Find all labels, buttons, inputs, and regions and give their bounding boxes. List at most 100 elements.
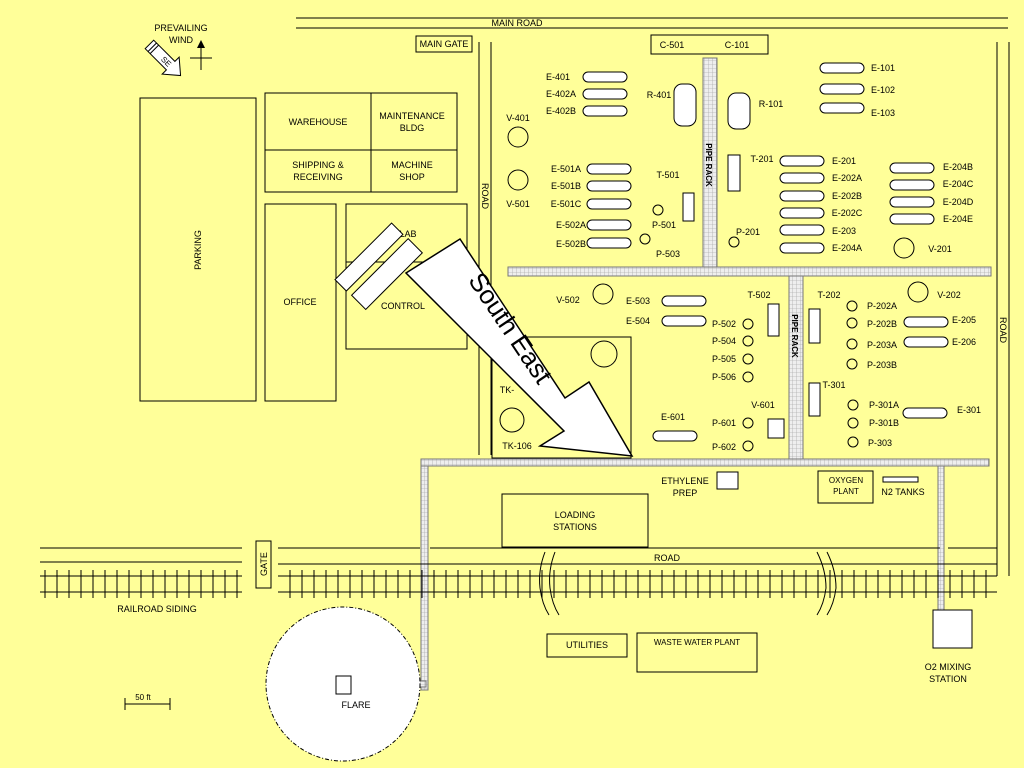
p506-label: P-506 [712,372,736,382]
pump-p506 [742,371,754,383]
pump-p201 [728,236,740,248]
pipe-rack-to-flare [420,465,429,691]
vessel-v601-box [767,418,785,439]
railroad-siding-label: RAILROAD SIDING [117,604,197,614]
machine-shop-label-l1: MACHINE [391,160,433,170]
p303-label: P-303 [868,438,892,448]
pipe-rack-upper-label: PIPE RACK [704,143,713,187]
office-building [264,203,337,402]
p602-label: P-602 [712,442,736,452]
maintenance-label-l2: BLDG [400,123,425,133]
pump-p303 [847,436,859,448]
e502b-label: E-502B [556,239,586,249]
control-label: CONTROL [381,301,425,311]
wind-label-line2: WIND [169,35,193,45]
e402b-label: E-402B [546,106,576,116]
parking-label: PARKING [193,230,203,270]
exchanger-e202c [779,207,825,219]
ethylene-prep-label-l2: PREP [673,488,698,498]
gate [255,540,272,589]
p503-label: P-503 [656,249,680,259]
road-left-label: ROAD [480,183,490,210]
parking-lot [139,97,257,402]
pump-p202b [846,317,858,329]
pump-p602 [742,440,754,452]
pump-p503 [639,233,651,245]
column-box [650,34,769,55]
p504-label: P-504 [712,336,736,346]
c501-label: C-501 [660,40,685,50]
main-road: MAIN ROAD [296,17,1008,29]
e205-label: E-205 [952,315,976,325]
exchanger-e206 [903,336,949,348]
exchanger-e202a [779,172,825,184]
pump-p601 [742,417,754,429]
p202a-label: P-202A [867,301,897,311]
exchanger-e204a [779,242,825,254]
vessel-v502 [592,283,614,305]
flare-stack [335,675,352,695]
exchanger-e501a [586,163,632,175]
main-gate-label: MAIN GATE [420,39,469,49]
road-crossings [539,551,837,616]
vessel-v201 [893,237,915,259]
north-arrow-icon [190,40,212,70]
tank-farm [491,336,632,459]
shipping-label-l1: SHIPPING & [292,160,344,170]
p201-label: P-201 [736,227,760,237]
exchanger-e204b [889,162,935,174]
exchanger-e204e [889,213,935,225]
flare-label: FLARE [341,700,370,710]
e203-label: E-203 [832,226,856,236]
e204d-label: E-204D [943,197,974,207]
reactor-r101 [727,92,751,130]
t502-label: T-502 [747,290,770,300]
e204b-label: E-204B [943,162,973,172]
v502-label: V-502 [556,295,580,305]
e504-label: E-504 [626,316,650,326]
e202a-label: E-202A [832,173,862,183]
v202-label: V-202 [937,290,961,300]
c101-label: C-101 [725,40,750,50]
gate-label: GATE [259,552,269,576]
exchanger-e503 [661,295,707,307]
exchanger-e402a [582,88,628,100]
main-gate [415,35,473,53]
exchanger-e102 [819,83,865,95]
p203b-label: P-203B [867,360,897,370]
pump-p501 [652,204,664,216]
p601-label: P-601 [712,418,736,428]
tower-t201 [727,154,741,192]
pump-p301b [847,417,859,429]
lab-label: LAB [399,229,416,239]
e201-label: E-201 [832,156,856,166]
vessel-v401 [507,126,529,148]
t501-label: T-501 [656,170,679,180]
office-label: OFFICE [284,297,317,307]
pump-p504 [742,335,754,347]
e502a-label: E-502A [556,220,586,230]
t301-label: T-301 [822,380,845,390]
exchanger-e501b [586,180,632,192]
reactor-r401 [673,83,697,127]
p505-label: P-505 [712,354,736,364]
exchanger-e402b [582,105,628,117]
pump-p502 [742,318,754,330]
p203a-label: P-203A [867,340,897,350]
e101-label: E-101 [871,63,895,73]
e402a-label: E-402A [546,89,576,99]
e503-label: E-503 [626,296,650,306]
utilities [546,633,628,658]
utilities-label: UTILITIES [566,640,608,650]
p501-label: P-501 [652,220,676,230]
tank-tk106 [499,407,525,433]
pump-p203a [846,338,858,350]
e501c-label: E-501C [551,199,582,209]
wind-label-line1: PREVAILING [154,23,207,33]
waste-water-label: WASTE WATER PLANT [654,638,740,647]
t202-label: T-202 [817,290,840,300]
exchanger-e202b [779,190,825,202]
pump-p202a [846,300,858,312]
tower-t301 [808,382,821,417]
tank-upper-right [590,340,618,368]
